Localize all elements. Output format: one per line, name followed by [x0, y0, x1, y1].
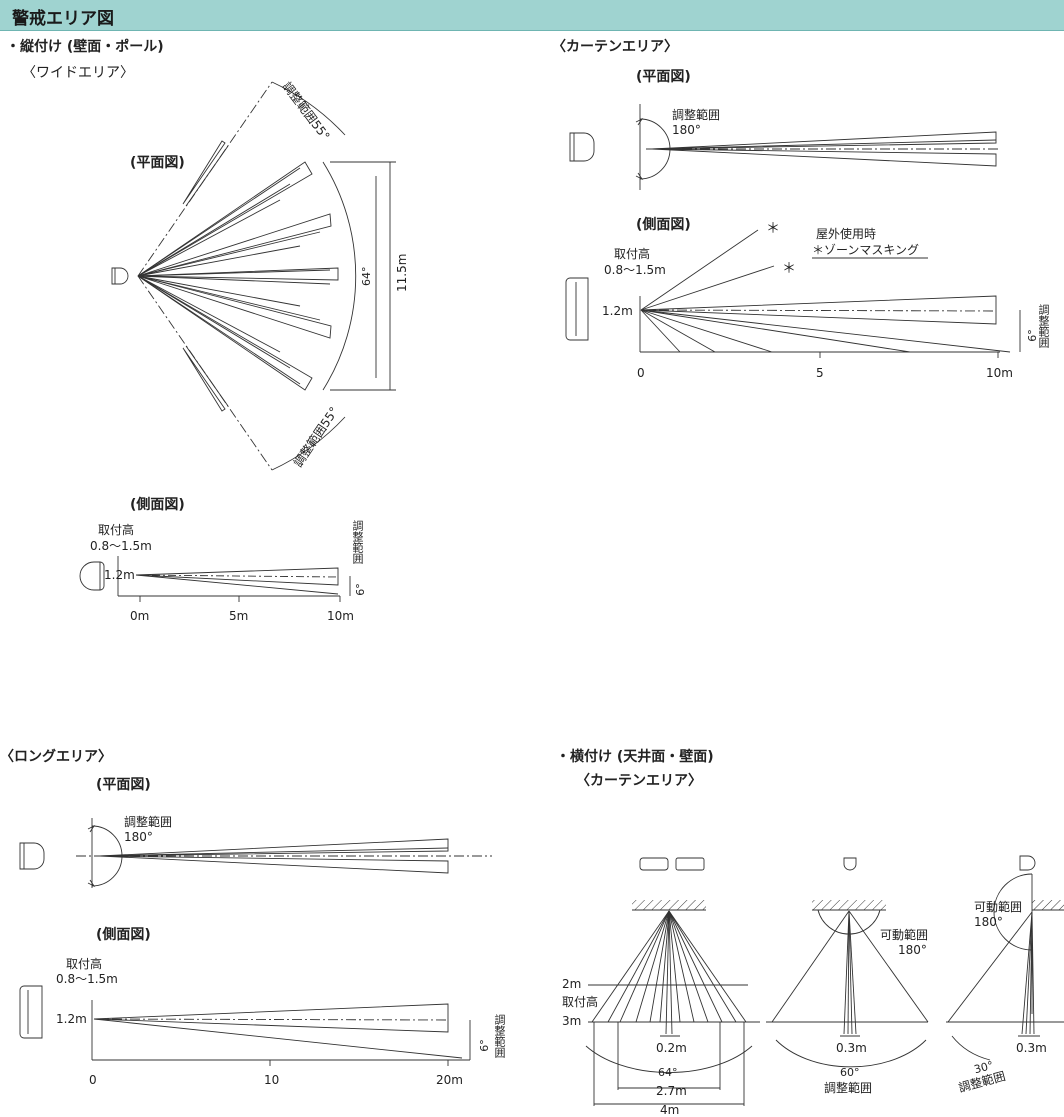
long-mount-height-range: 0.8〜1.5m — [56, 972, 118, 986]
wide-side-angle-label: 6° — [353, 583, 367, 596]
long-adjust-label: 調整範囲 — [124, 815, 173, 829]
right-movable-label: 可動範囲 — [974, 900, 1023, 914]
page-title: 警戒エリア図 — [12, 9, 114, 29]
wide-plan-title: (平面図) — [130, 155, 185, 171]
curtain-plan-title: (平面図) — [636, 69, 691, 85]
long-tick-20: 20m — [436, 1073, 463, 1087]
wide-adjust-upper-label: 調整範囲55° — [280, 79, 334, 143]
curtain-side-title: (側面図) — [636, 217, 691, 233]
curtain-outdoor-label: 屋外使用時 — [816, 227, 877, 241]
long-mount-height-label: 取付高 — [66, 957, 103, 971]
wide-tick-5: 5m — [229, 609, 249, 623]
curtain-title: 〈カーテンエリア〉 — [552, 39, 678, 55]
wide-mount-height-range: 0.8〜1.5m — [90, 539, 152, 553]
sensor-icon — [111, 267, 129, 285]
horizontal-mount-height-label: 取付高 — [562, 995, 599, 1009]
width-02m-label: 0.2m — [656, 1041, 687, 1055]
long-height-label: 1.2m — [56, 1012, 87, 1026]
curtain-asterisk-2: ＊ — [782, 261, 796, 277]
horizontal-mount-title: ・横付け (天井面・壁面) — [556, 749, 714, 765]
wide-tick-10: 10m — [327, 609, 354, 623]
wide-tick-0: 0m — [130, 609, 150, 623]
wide-width-label: 11.5m — [395, 254, 409, 292]
curtain-adjust-label: 調整範囲 — [672, 108, 721, 122]
wide-adjust-lower-label: 調整範囲55° — [290, 404, 341, 470]
curtain-tick-0: 0 — [637, 366, 645, 380]
curtain-adjust-angle: 180° — [672, 123, 701, 137]
wide-angle-label: 64° — [360, 267, 373, 287]
mid-width-03m-label: 0.3m — [836, 1041, 867, 1055]
wide-side-adjust-label: 調整範囲 — [351, 520, 364, 564]
horizontal-mount-diagrams — [585, 855, 1064, 1106]
ceiling-sensor-icon — [843, 857, 857, 871]
curtain-tick-5: 5 — [816, 366, 824, 380]
horizontal-sensor-icon-1 — [639, 857, 669, 871]
long-side-title: (側面図) — [96, 927, 151, 943]
wide-mount-height-label: 取付高 — [98, 523, 135, 537]
curtain-tick-10: 10m — [986, 366, 1013, 380]
mid-movable-angle: 180° — [898, 943, 927, 957]
width-4m-label: 4m — [660, 1103, 680, 1117]
long-plan-diagram — [19, 818, 492, 888]
long-area-title: 〈ロングエリア〉 — [0, 749, 112, 765]
height-3m-label: 3m — [562, 1014, 582, 1028]
right-width-03m-label: 0.3m — [1016, 1041, 1047, 1055]
wide-side-title: (側面図) — [130, 497, 185, 513]
right-movable-angle: 180° — [974, 915, 1003, 929]
mid-adjust-label: 調整範囲 — [824, 1081, 873, 1095]
curtain-side-sensor-icon — [565, 277, 589, 341]
vertical-mount-title: ・縦付け (壁面・ポール) — [6, 39, 164, 55]
angle-60-label: 60° — [840, 1066, 860, 1079]
horizontal-curtain-title: 〈カーテンエリア〉 — [576, 773, 702, 789]
long-plan-title: (平面図) — [96, 777, 151, 793]
curtain-side-diagram — [565, 229, 1021, 358]
sensor-side-icon — [79, 561, 101, 591]
angle-64-label: 64° — [658, 1066, 678, 1079]
height-2m-label: 2m — [562, 977, 582, 991]
curtain-side-angle-label: 6° — [1025, 329, 1039, 342]
long-tick-0: 0 — [89, 1073, 97, 1087]
long-side-diagram — [19, 985, 471, 1066]
wide-plan-diagram — [111, 81, 396, 471]
wall-sensor-icon — [1019, 855, 1036, 871]
header-bar: 警戒エリア図 — [0, 0, 1064, 31]
curtain-zone-masking-label: ＊ゾーンマスキング — [812, 243, 920, 257]
curtain-plan-diagram — [569, 104, 1000, 190]
long-adjust-angle: 180° — [124, 830, 153, 844]
curtain-mount-height-label: 取付高 — [614, 247, 651, 261]
mid-movable-label: 可動範囲 — [880, 928, 929, 942]
curtain-mount-height-range: 0.8〜1.5m — [604, 263, 666, 277]
long-side-angle-label: 6° — [477, 1039, 491, 1052]
long-sensor-icon — [19, 842, 45, 870]
long-side-sensor-icon — [19, 985, 43, 1039]
curtain-side-adjust-label: 調整範囲 — [1037, 304, 1050, 348]
long-tick-10: 10 — [264, 1073, 280, 1087]
wide-area-title: 〈ワイドエリア〉 — [22, 65, 134, 81]
wide-height-label: 1.2m — [104, 568, 135, 582]
curtain-asterisk-1: ＊ — [766, 221, 780, 237]
curtain-sensor-icon — [569, 132, 595, 162]
width-27m-label: 2.7m — [656, 1084, 687, 1098]
wide-side-diagram — [79, 556, 351, 602]
horizontal-sensor-icon-2 — [675, 857, 705, 871]
long-side-adjust-label: 調整範囲 — [493, 1014, 506, 1058]
curtain-height-label: 1.2m — [602, 304, 633, 318]
